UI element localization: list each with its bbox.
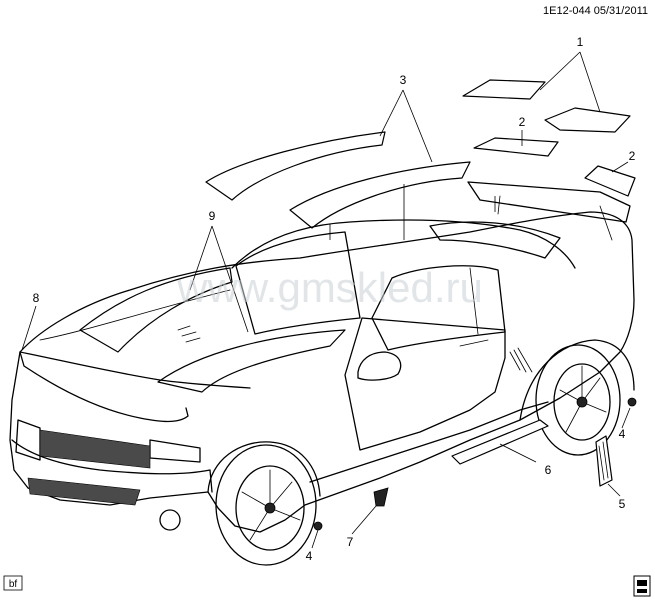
side-gills [509,347,533,373]
headlight-right [149,439,201,463]
emblem-4-front [313,521,323,531]
leader-2b [611,161,629,173]
decal-1-upper [462,79,546,100]
leader-1 [539,51,601,113]
front-rim [235,465,305,551]
hood-vents [177,325,201,343]
leader-8 [21,305,37,351]
book-icon [633,575,651,597]
rear-spoiler [467,181,631,223]
decal-9-hood-right [157,329,346,393]
callout-3: 3 [400,73,407,87]
headlight-left [15,419,41,461]
body-outline [9,211,635,533]
callout-4a: 4 [306,549,313,563]
decal-3-left [205,131,386,201]
callout-1: 1 [577,35,584,49]
decal-1-lower [544,107,631,133]
fender-badge-5 [595,435,613,487]
callout-2a: 2 [519,115,526,129]
upper-grille [39,429,151,469]
callout-8: 8 [33,291,40,305]
front-wheel [215,444,317,566]
front-fascia [11,439,213,493]
emblem-4-rear [627,397,637,407]
front-spokes [241,469,301,541]
bf-box: bf [3,575,23,591]
leader-stems [329,184,496,240]
rear-window [429,221,561,259]
decal-3-right [289,161,471,229]
rocker-stripe-6 [451,419,549,465]
leader-6 [499,443,537,463]
callout-2b: 2 [629,149,636,163]
leader-4a [311,529,319,549]
windshield [235,231,361,335]
rear-tire [535,344,621,456]
callout-6: 6 [545,463,552,477]
roof-outline [231,219,576,269]
decals-group [79,79,636,393]
hood-front-edge [19,351,251,389]
rear-hub [576,396,588,408]
callout-7: 7 [347,535,354,549]
rear-spokes [559,365,607,433]
emblem-7 [373,487,389,507]
door-handle [459,339,489,347]
leader-4b [621,407,631,429]
callout-5: 5 [619,497,626,511]
door [344,317,506,451]
front-wheel-arch [207,441,321,497]
front-grille [27,429,181,531]
camaro-body [9,181,635,533]
leader-9 [189,225,249,333]
callout-4b: 4 [619,427,626,441]
leader-3 [379,89,433,163]
lower-grille [27,477,141,506]
hood-crease [39,289,231,341]
callout-9: 9 [209,209,216,223]
leader-5 [607,483,621,497]
front-tire [215,444,317,566]
rear-rim [553,363,611,441]
decal-2-right [584,165,636,197]
decal-2-left [473,137,559,157]
spoiler-stand [497,195,613,241]
rear-wheel [535,344,621,456]
fog-light [159,509,181,531]
rocker-panel [309,401,549,483]
front-splitter-8 [19,351,189,423]
badge-stripes [598,441,609,481]
window-divider [469,267,479,335]
watermark: www.gmskled.ru [176,264,483,311]
side-window [371,265,506,351]
leader-7 [351,505,377,535]
rear-wheel-arch [519,339,635,421]
diagram-reference: 1E12-044 05/31/2011 [543,5,648,17]
bf-label: bf [9,579,18,590]
side-mirror [357,351,402,381]
front-hub [264,502,276,514]
leader-lines [21,51,631,549]
